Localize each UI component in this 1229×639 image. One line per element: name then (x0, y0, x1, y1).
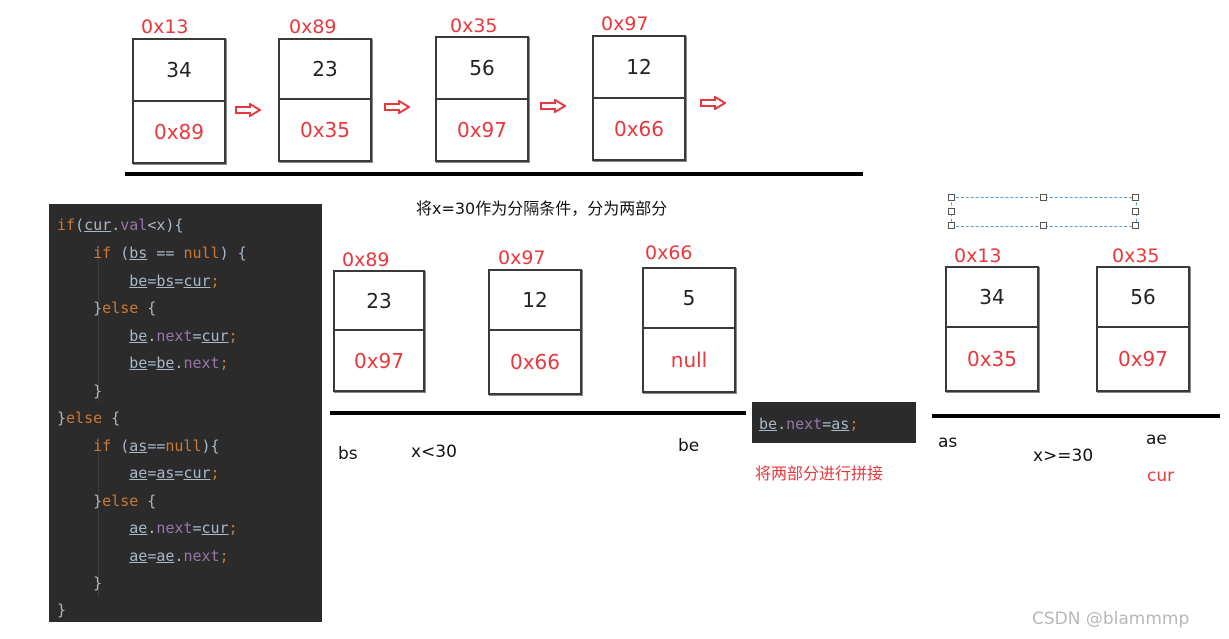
node-value: 23 (280, 40, 370, 100)
node-address: 0x97 (498, 247, 546, 269)
list-node: 56 0x97 (435, 36, 529, 162)
node-address: 0x97 (601, 13, 649, 35)
resize-handle[interactable] (948, 194, 955, 201)
node-value: 34 (947, 268, 1037, 328)
indent-guide (98, 244, 99, 402)
right-arrow-icon (235, 103, 261, 117)
node-next: 0x66 (509, 350, 560, 374)
list-node: 12 0x66 (592, 35, 686, 161)
code-line: } (57, 382, 103, 400)
node-address: 0x89 (289, 16, 337, 38)
code-line: be.next=cur; (129, 327, 238, 345)
list-node: 56 0x97 (1096, 266, 1190, 392)
be-token: be (759, 415, 778, 433)
as-label: as (938, 432, 958, 452)
node-value: 34 (134, 40, 224, 102)
right-arrow-icon (384, 100, 410, 114)
resize-handle[interactable] (1132, 208, 1139, 215)
node-value: 56 (437, 38, 527, 100)
list-node: 23 0x97 (333, 270, 425, 392)
node-next: 0x97 (1117, 347, 1168, 371)
list-node: 12 0x66 (488, 269, 582, 395)
code-panel: if(cur.val<x){ if (bs == null) { be=bs=c… (49, 204, 322, 622)
cur-label: cur (1147, 466, 1175, 486)
code-line: }else { (57, 409, 121, 427)
node-address: 0x35 (1112, 245, 1160, 267)
right-arrow-icon (540, 99, 566, 113)
node-next: 0x66 (613, 117, 664, 141)
node-address: 0x66 (645, 242, 693, 264)
node-next: 0x97 (456, 118, 507, 142)
list-node: 23 0x35 (278, 38, 372, 162)
code-line: be=bs=cur; (129, 272, 220, 290)
right-arrow-icon (700, 96, 726, 110)
divider-line (932, 414, 1220, 418)
node-next: 0x35 (299, 118, 350, 142)
node-next: 0x35 (966, 347, 1017, 371)
resize-handle[interactable] (948, 222, 955, 229)
be-label: be (678, 436, 700, 456)
list-node: 34 0x89 (132, 38, 226, 164)
node-address: 0x13 (954, 245, 1002, 267)
node-value: 56 (1098, 268, 1188, 328)
bs-label: bs (338, 444, 358, 464)
resize-handle[interactable] (1040, 194, 1047, 201)
code-line: if(cur.val<x){ (57, 216, 184, 234)
condition-label: x>=30 (1033, 446, 1094, 466)
node-value: 23 (335, 272, 423, 331)
join-code-snippet: be.next=as; (752, 402, 916, 443)
indent-guide (98, 437, 99, 597)
resize-handle[interactable] (1040, 222, 1047, 229)
code-line: } (57, 601, 67, 619)
watermark: CSDN @blammmp (1032, 609, 1190, 629)
resize-handle[interactable] (948, 208, 955, 215)
node-value: 5 (644, 269, 734, 329)
code-line: if (as==null){ (93, 437, 220, 455)
code-line: be=be.next; (129, 354, 229, 372)
divider-line (330, 411, 746, 415)
list-node: 34 0x35 (945, 266, 1039, 392)
code-line: ae=as=cur; (129, 464, 220, 482)
join-caption: 将两部分进行拼接 (755, 464, 884, 483)
list-node: 5 null (642, 267, 736, 393)
node-value: 12 (594, 37, 684, 99)
node-next: 0x89 (153, 120, 204, 144)
as-token: as (831, 415, 850, 433)
code-line: be.next=as; (759, 415, 859, 433)
node-address: 0x13 (141, 16, 189, 38)
ae-label: ae (1146, 429, 1167, 449)
node-value: 12 (490, 271, 580, 331)
node-address: 0x35 (450, 15, 498, 37)
code-line: }else { (57, 299, 157, 317)
code-line: ae=ae.next; (129, 547, 229, 565)
code-line: if (bs == null) { (93, 244, 247, 262)
next-token: next (786, 415, 823, 433)
code-line: ae.next=cur; (129, 519, 238, 537)
code-line: } (57, 574, 103, 592)
split-caption: 将x=30作为分隔条件，分为两部分 (416, 199, 668, 218)
code-line: }else { (57, 492, 157, 510)
node-address: 0x89 (342, 249, 390, 271)
resize-handle[interactable] (1132, 194, 1139, 201)
condition-label: x<30 (411, 442, 457, 462)
resize-handle[interactable] (1132, 222, 1139, 229)
divider-line (125, 172, 863, 176)
node-next: 0x97 (353, 348, 404, 373)
node-next: null (670, 348, 708, 372)
